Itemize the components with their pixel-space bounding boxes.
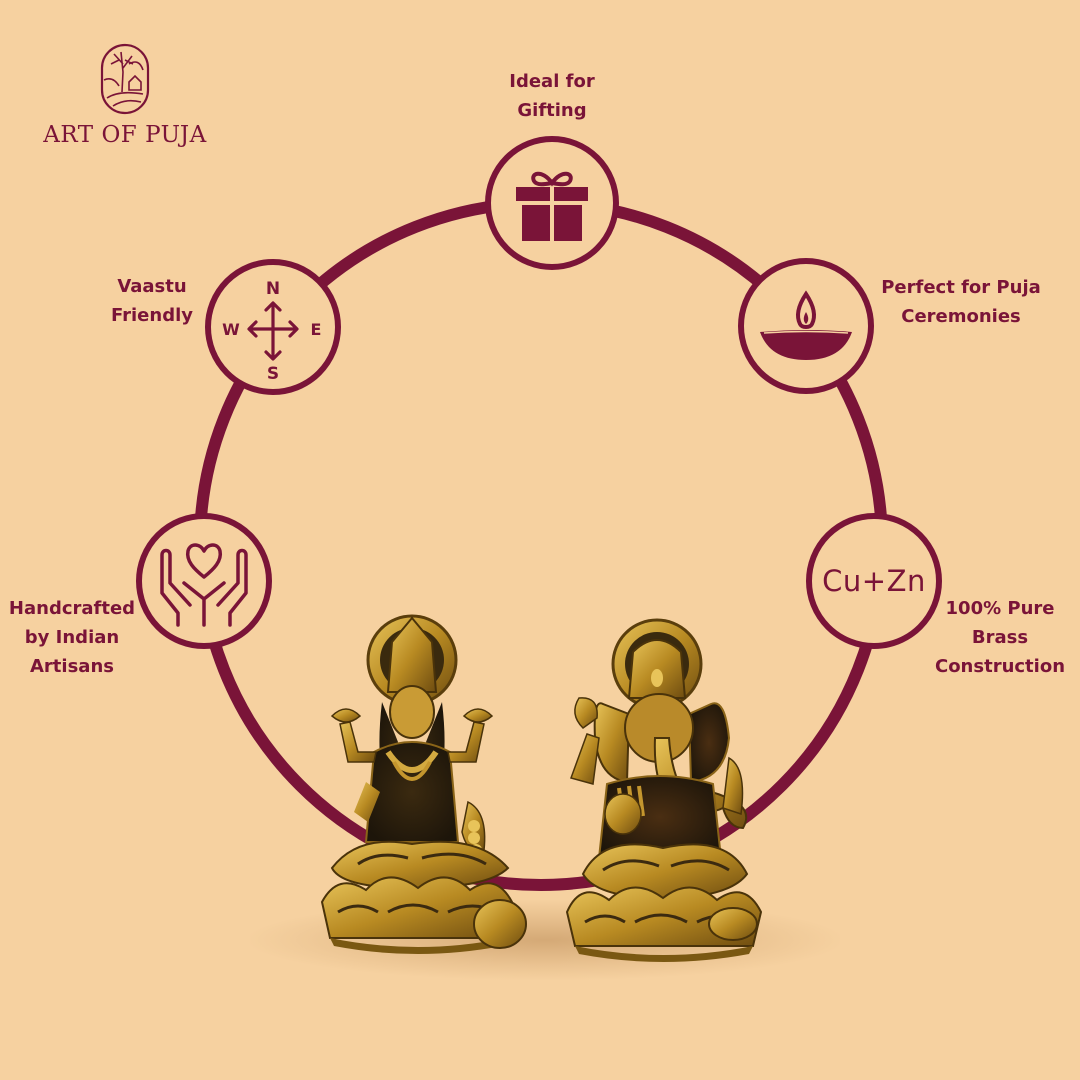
hands-heart-icon [160,543,248,627]
label-line: by Indian [24,627,120,648]
label-line: Artisans [30,656,114,677]
lakshmi-idol-image [320,614,527,954]
diya-lamp-icon [760,290,852,360]
label-line: Construction [934,656,1066,677]
feature-circle-puja [738,258,874,394]
label-line: Perfect for Puja [881,277,1041,298]
label-line: Friendly [110,305,193,326]
brand-logo: ART OF PUJA [40,42,210,148]
tree-house-emblem-icon [100,43,150,115]
label-line: Gifting [517,100,587,121]
svg-text:S: S [267,364,279,384]
feature-label-vaastu: Vaastu Friendly [104,272,200,330]
ganesha-idol-image [565,618,763,962]
feature-circle-brass: Cu+Zn [806,513,942,649]
svg-text:W: W [222,320,240,339]
svg-text:E: E [311,320,322,339]
feature-label-gifting: Ideal for Gifting [490,67,614,125]
feature-circle-gifting [485,136,619,270]
gift-icon [516,171,588,241]
label-line: Brass [971,627,1029,648]
brand-name: ART OF PUJA [43,122,207,148]
cu-zn-text-icon: Cu+Zn [822,564,926,598]
feature-circle-vaastu: N S W E [205,259,341,395]
feature-circle-handcrafted [136,513,272,649]
feature-label-puja: Perfect for Puja Ceremonies [876,273,1046,331]
label-line: 100% Pure [945,598,1055,619]
label-line: Ceremonies [901,306,1021,327]
feature-label-brass: 100% Pure Brass Construction [930,594,1070,681]
svg-text:N: N [266,279,280,299]
compass-icon: N S W E [222,279,322,384]
label-line: Ideal for [509,71,595,92]
label-line: Handcrafted [8,598,136,619]
feature-label-handcrafted: Handcrafted by Indian Artisans [4,594,140,681]
label-line: Vaastu [117,276,187,297]
